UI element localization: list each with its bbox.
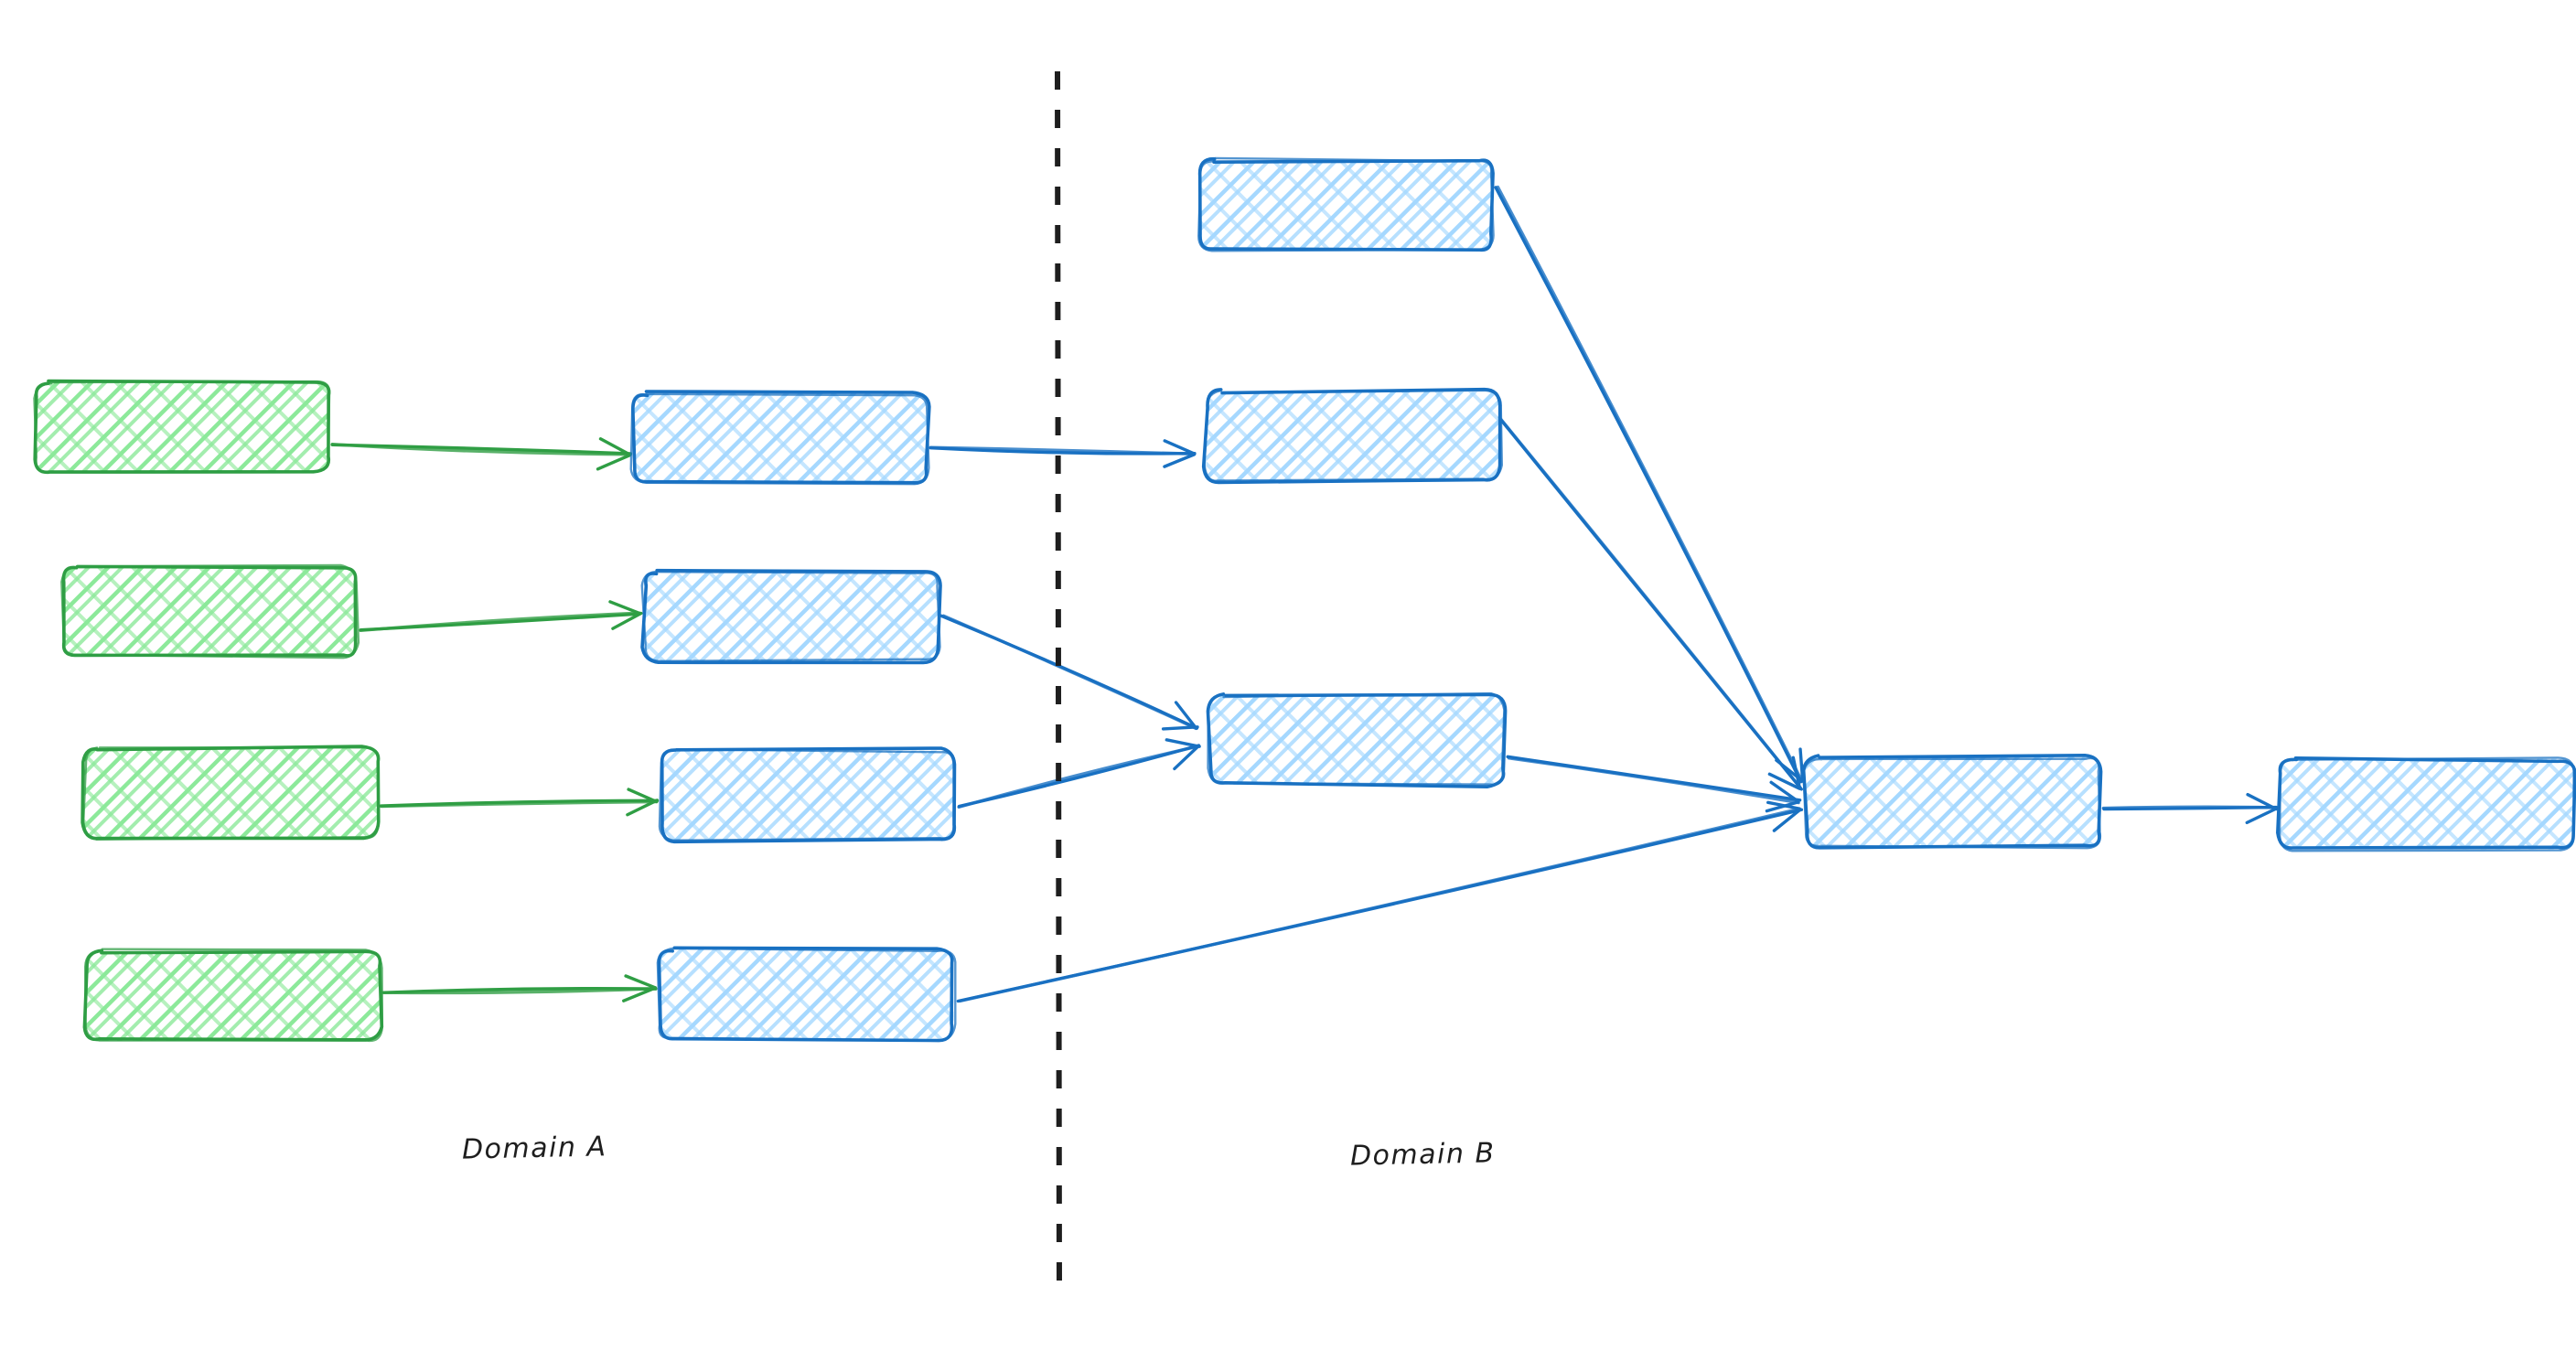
node-outline [60,563,360,659]
domain-a-mid-node-3[interactable] [658,746,957,844]
node-outline [2278,756,2575,852]
node-fill-hatch-b [1805,756,2100,847]
node-outline [656,947,957,1042]
node-outline [1207,691,1506,786]
domain-a-node-3[interactable] [80,745,381,841]
edge-line [359,611,641,633]
domain-a-node-2[interactable] [60,563,360,659]
domain-b-node-3[interactable] [1206,691,1508,788]
domain-a-node-4[interactable] [82,948,384,1043]
node-fill-hatch-b [35,381,330,473]
edge-m3-b3[interactable] [957,738,1201,809]
node-outline [1197,156,1495,252]
edge-arrowhead [1165,738,1201,748]
node-fill-hatch-b [643,571,939,662]
node-outline [658,748,955,841]
node-outline [629,392,930,486]
edge-arrowhead [598,437,631,456]
node-outline [1203,389,1504,482]
node-outline [640,568,942,665]
node-fill-hatch-b [83,747,380,839]
edge-line [1497,415,1802,789]
node-outline [83,948,384,1043]
domain-b-output-node[interactable] [2276,756,2576,852]
edge-arrowhead [1161,725,1199,731]
edge-b3-c1[interactable] [1506,755,1802,813]
edge-arrowhead [1173,745,1200,771]
divider-layer [1055,70,1062,1292]
edge-b1-c1[interactable] [1494,185,1805,784]
edge-line [2101,805,2277,810]
edge-m4-c1[interactable] [956,800,1804,1003]
edge-a2-m2[interactable] [359,600,643,633]
node-outline [640,570,941,663]
edge-arrowhead [2246,792,2278,811]
node-outline [82,746,381,841]
node-fill-hatch-b [1208,694,1505,785]
edge-arrowhead [1163,439,1196,456]
edge-arrowhead [1767,772,1801,790]
edge-c1-d1[interactable] [2101,792,2279,825]
domain-a-mid-node-4[interactable] [656,946,957,1043]
edge-line [381,987,656,995]
edge-line [380,799,658,809]
edge-line [1494,186,1803,784]
domain-b-node-2[interactable] [1201,387,1504,485]
edge-arrowhead [1791,756,1802,790]
edge-line [928,445,1197,456]
node-fill-hatch-b [1206,391,1501,482]
edge-arrowhead [626,799,659,817]
edge-arrowhead [611,611,643,630]
edge-arrowhead [596,453,632,471]
edge-b2-c1[interactable] [1497,415,1803,791]
edge-line [957,745,1199,809]
edge-line [1507,756,1800,805]
domain-a-label: Domain A [461,1131,607,1166]
edge-arrowhead [1174,701,1198,730]
domain-divider [1055,70,1062,1292]
node-fill-hatch-b [632,392,928,484]
edge-line [330,443,633,456]
edge-m1-b2[interactable] [928,439,1197,468]
edge-arrowhead [627,788,659,804]
edge-arrowhead [2245,806,2279,825]
edge-arrowhead [624,974,657,990]
domain-a-mid-node-1[interactable] [629,390,931,486]
edges-layer [330,185,2279,1003]
node-fill-hatch-b [1197,159,1493,250]
edge-a4-m4[interactable] [381,974,658,1002]
domain-b-node-1[interactable] [1197,156,1495,252]
node-outline [1802,756,2102,850]
domain-b-merge-node[interactable] [1801,754,2103,850]
edge-line [941,614,1198,731]
edge-line [1496,185,1804,783]
node-fill-hatch-b [2279,758,2574,850]
node-outline [33,380,331,474]
edge-a1-m1[interactable] [330,437,633,471]
node-fill-hatch-b [658,949,954,1039]
edge-m2-b3[interactable] [939,614,1199,731]
edge-line [958,807,1801,1003]
node-fill-hatch-b [660,749,956,841]
edge-arrowhead [1765,800,1800,813]
edge-arrowhead [1772,808,1802,832]
edge-arrowhead [1163,453,1197,468]
nodes-layer [33,156,2576,1043]
domain-a-mid-node-2[interactable] [640,568,942,665]
domain-a-node-1[interactable] [33,379,331,475]
domain-b-label: Domain B [1349,1137,1496,1173]
edge-arrowhead [622,986,658,1002]
edge-arrowhead [608,600,642,616]
edge-arrowhead [1769,780,1800,803]
edge-a3-m3[interactable] [379,788,660,817]
node-fill-hatch-b [61,566,358,658]
node-fill-hatch-b [85,950,381,1042]
